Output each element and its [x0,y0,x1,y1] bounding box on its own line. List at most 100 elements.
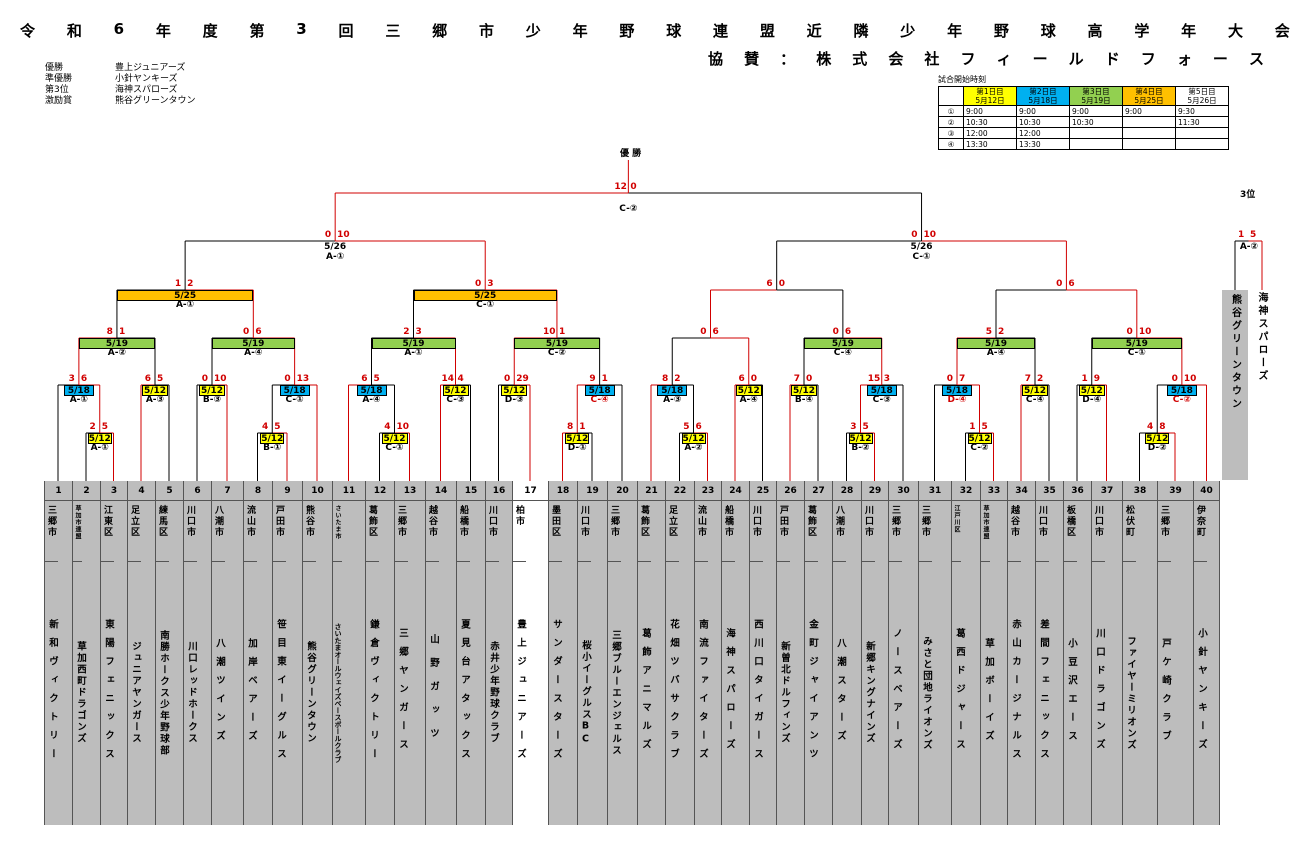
team-number: 33 [981,481,1007,501]
team-number: 35 [1036,481,1063,501]
score-right: 0 [806,374,813,384]
sponsor-line: 協賛：株式会社フィールドフォース [708,48,1264,69]
team-name: さいたまオールウェイズベースボールクラブ [334,623,342,763]
score-left: 1 [174,279,182,289]
subtitle-char: ィ [996,50,1012,68]
match-code: B-④ [794,395,814,405]
match-code: B-③ [202,395,222,405]
team-name: 山野ガッツ [428,634,439,752]
score-right: 7 [959,374,966,384]
score-left: 3 [850,422,857,432]
match-date-box: 5/18 [279,385,310,396]
team-city: 川口市 [862,501,875,562]
match-date-box: 5/19 [957,338,1035,349]
team-city: 船橋市 [722,501,735,562]
score-left: 0 [284,374,291,384]
team-city: 葛飾区 [805,501,818,562]
team-number: 17 [513,481,548,501]
match-date-box: 5/19 [1091,338,1182,349]
match-code: C-④ [833,348,852,358]
team-city: 松伏町 [1123,501,1136,562]
score-left: 15 [867,374,881,384]
score-right: 9 [1093,374,1101,384]
award-row: 激励賞熊谷グリーンタウン [45,96,196,107]
match-date-box: 5/18 [1166,385,1197,396]
team-number: 5 [156,481,183,501]
award-team: 小針ヤンキーズ [115,74,178,84]
match-date-box: 5/12 [142,385,168,396]
team-name: 差間フェニックス [1038,619,1049,767]
score-right: 6 [255,327,262,337]
team-number: 15 [457,481,485,501]
score-left: 4 [261,422,269,432]
team-number: 24 [722,481,749,501]
title-char: 年 [155,22,171,40]
match-date-box: 5/19 [212,338,295,349]
match-date-box: 5/12 [1078,385,1105,396]
team-number: 25 [750,481,776,501]
title-char: 少 [525,22,541,40]
title-char: 少 [900,22,916,40]
subtitle-char: 賛 [744,50,760,68]
match-code: A-① [326,252,345,262]
match-date-box: 5/12 [1145,433,1170,444]
score-left: 0 [946,374,953,384]
title-char: 度 [202,22,218,40]
team-name: 三郷ヤンガース [397,628,408,758]
team-name: 赤山カージナルス [1010,619,1021,767]
team-city: 草加市連盟 [73,501,82,562]
score-right: 13 [296,374,310,384]
score-left: 3 [68,374,75,384]
score-left: 0 [1126,327,1133,337]
third-score-left: 1 [1238,230,1245,240]
team-number: 11 [333,481,365,501]
team-name: 豊上ジュニアーズ [515,619,526,767]
title-char: 球 [666,22,682,40]
score-right: 2 [187,279,194,289]
score-right: 6 [695,422,702,432]
team-number: 40 [1194,481,1219,501]
team-city: 三郷市 [919,501,932,562]
title-char: 年 [947,22,963,40]
team-city: 八潮市 [212,501,225,562]
score-left: 8 [106,327,113,337]
team-name: 夏見台アタックス [459,619,470,767]
team-name: ファイヤーミリオンズ [1125,635,1136,751]
score-right: 2 [1037,374,1044,384]
team-name: 赤井少年野球クラブ [488,641,499,745]
team-name: 笹目東イーグルス [275,619,286,767]
match-code: C-③ [446,395,465,405]
title-char: 令 [20,22,36,40]
subtitle-char: 協 [708,50,724,68]
team-number: 27 [805,481,832,501]
subtitle-char: 社 [924,50,940,68]
match-date-box: 5/18 [356,385,387,396]
match-date-box: 5/12 [381,433,408,444]
team-name: 西川口タイガース [752,619,763,767]
team-name: 金町ジャイアンツ [807,619,818,767]
score-right: 6 [1068,279,1075,289]
score-left: 0 [1171,374,1178,384]
score-right: 1 [601,374,608,384]
team-number: 19 [578,481,607,501]
match-code: C-② [619,204,638,214]
match-code: D-④ [1082,395,1102,405]
award-label: 激励賞 [45,96,73,106]
team-name: 八潮ツインズ [214,637,225,749]
score-left: 0 [201,374,208,384]
subtitle-char: ド [1104,50,1120,68]
subtitle-char: ス [1248,50,1264,68]
team-city: 越谷市 [426,501,439,562]
